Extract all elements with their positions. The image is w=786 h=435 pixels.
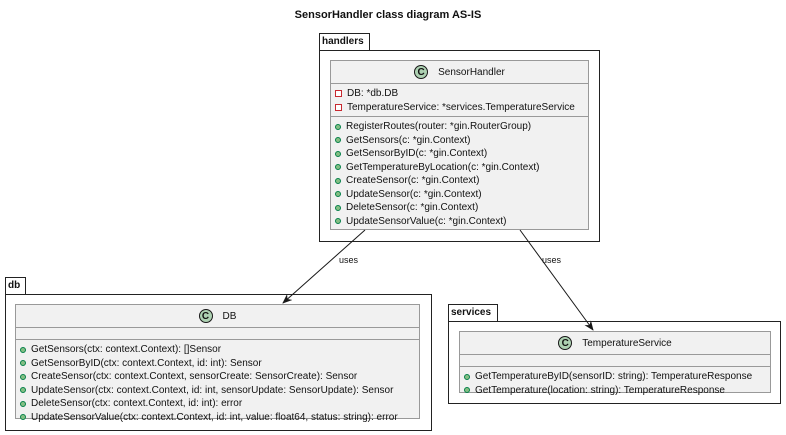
public-marker-icon (335, 177, 341, 184)
private-marker-icon (335, 90, 342, 98)
class-name: DB (222, 310, 237, 322)
field-row: TemperatureService: *services.Temperatur… (335, 101, 584, 115)
method-text: DeleteSensor(c: *gin.Context) (346, 202, 479, 213)
class-sensor-handler[interactable]: C SensorHandler DB: *db.DB TemperatureSe… (330, 60, 589, 230)
class-header: C DB (16, 305, 419, 328)
public-marker-icon (335, 204, 341, 211)
package-tab-handlers: handlers (319, 33, 370, 50)
method-text: CreateSensor(ctx: context.Context, senso… (31, 371, 358, 382)
method-row: CreateSensor(c: *gin.Context) (335, 174, 584, 188)
method-text: GetSensorByID(ctx: context.Context, id: … (31, 357, 262, 369)
method-row: GetSensorByID(c: *gin.Context) (335, 147, 584, 161)
method-row: GetTemperatureByLocation(c: *gin.Context… (335, 161, 584, 175)
method-text: DeleteSensor(ctx: context.Context, id: i… (31, 398, 243, 409)
method-text: GetTemperatureByLocation(c: *gin.Context… (346, 161, 540, 173)
class-db[interactable]: C DB GetSensors(ctx: context.Context): [… (15, 304, 420, 423)
field-text: DB: *db.DB (347, 88, 399, 99)
method-text: CreateSensor(c: *gin.Context) (346, 175, 480, 186)
public-marker-icon (20, 346, 26, 353)
fields-section: DB: *db.DB TemperatureService: *services… (331, 84, 588, 117)
method-row: UpdateSensorValue(c: *gin.Context) (335, 215, 584, 229)
private-marker-icon (335, 103, 342, 111)
method-text: GetTemperature(location: string): Temper… (475, 384, 725, 396)
field-text: TemperatureService: *services.Temperatur… (347, 101, 575, 113)
method-text: UpdateSensor(ctx: context.Context, id: i… (31, 384, 394, 396)
public-marker-icon (20, 360, 26, 367)
diagram-title: SensorHandler class diagram AS-IS (294, 9, 482, 21)
edge-handler-to-service (519, 229, 594, 331)
class-header: C TemperatureService (460, 332, 770, 355)
method-row: CreateSensor(ctx: context.Context, senso… (20, 370, 415, 384)
public-marker-icon (335, 164, 341, 171)
public-marker-icon (20, 414, 26, 421)
public-marker-icon (464, 387, 470, 394)
package-label-services: services (451, 307, 492, 318)
method-row: GetSensorByID(ctx: context.Context, id: … (20, 357, 415, 371)
public-marker-icon (335, 137, 341, 144)
method-row: UpdateSensor(c: *gin.Context) (335, 188, 584, 202)
public-marker-icon (335, 218, 341, 225)
method-text: GetTemperatureByID(sensorID: string): Te… (475, 371, 753, 382)
method-text: UpdateSensor(c: *gin.Context) (346, 188, 482, 200)
edge-label-handler-to-db: uses (339, 255, 359, 265)
fields-section (16, 328, 419, 340)
package-label-handlers: handlers (322, 36, 364, 47)
method-row: GetSensors(c: *gin.Context) (335, 134, 584, 148)
package-tab-services: services (448, 304, 498, 321)
class-icon: C (558, 336, 573, 350)
method-row: GetTemperature(location: string): Temper… (464, 384, 766, 398)
public-marker-icon (335, 123, 341, 130)
public-marker-icon (20, 400, 26, 407)
method-row: UpdateSensor(ctx: context.Context, id: i… (20, 384, 415, 398)
method-text: RegisterRoutes(router: *gin.RouterGroup) (346, 121, 532, 132)
method-text: GetSensors(c: *gin.Context) (346, 134, 471, 146)
fields-section (460, 355, 770, 367)
public-marker-icon (335, 191, 341, 198)
public-marker-icon (335, 150, 341, 157)
edge-label-handler-to-service: uses (542, 255, 562, 265)
class-header: C SensorHandler (331, 61, 588, 84)
method-row: DeleteSensor(ctx: context.Context, id: i… (20, 397, 415, 411)
methods-section: GetTemperatureByID(sensorID: string): Te… (460, 367, 770, 399)
package-tab-db: db (5, 277, 26, 294)
method-row: DeleteSensor(c: *gin.Context) (335, 201, 584, 215)
class-name: SensorHandler (438, 66, 505, 78)
public-marker-icon (20, 373, 26, 380)
method-row: UpdateSensorValue(ctx: context.Context, … (20, 411, 415, 425)
method-text: UpdateSensorValue(ctx: context.Context, … (31, 411, 398, 423)
package-label-db: db (8, 280, 21, 291)
class-name: TemperatureService (582, 337, 672, 349)
method-row: RegisterRoutes(router: *gin.RouterGroup) (335, 120, 584, 134)
method-row: GetTemperatureByID(sensorID: string): Te… (464, 370, 766, 384)
edge-handler-to-db (282, 229, 366, 304)
method-text: GetSensors(ctx: context.Context): []Sens… (31, 344, 222, 355)
method-row: GetSensors(ctx: context.Context): []Sens… (20, 343, 415, 357)
class-temperature-service[interactable]: C TemperatureService GetTemperatureByID(… (459, 331, 771, 396)
methods-section: RegisterRoutes(router: *gin.RouterGroup)… (331, 117, 588, 230)
method-text: GetSensorByID(c: *gin.Context) (346, 148, 488, 159)
class-icon: C (414, 65, 429, 79)
public-marker-icon (20, 387, 26, 394)
method-text: UpdateSensorValue(c: *gin.Context) (346, 215, 507, 227)
class-icon: C (198, 309, 213, 323)
methods-section: GetSensors(ctx: context.Context): []Sens… (16, 340, 419, 426)
field-row: DB: *db.DB (335, 87, 584, 101)
public-marker-icon (464, 373, 470, 380)
